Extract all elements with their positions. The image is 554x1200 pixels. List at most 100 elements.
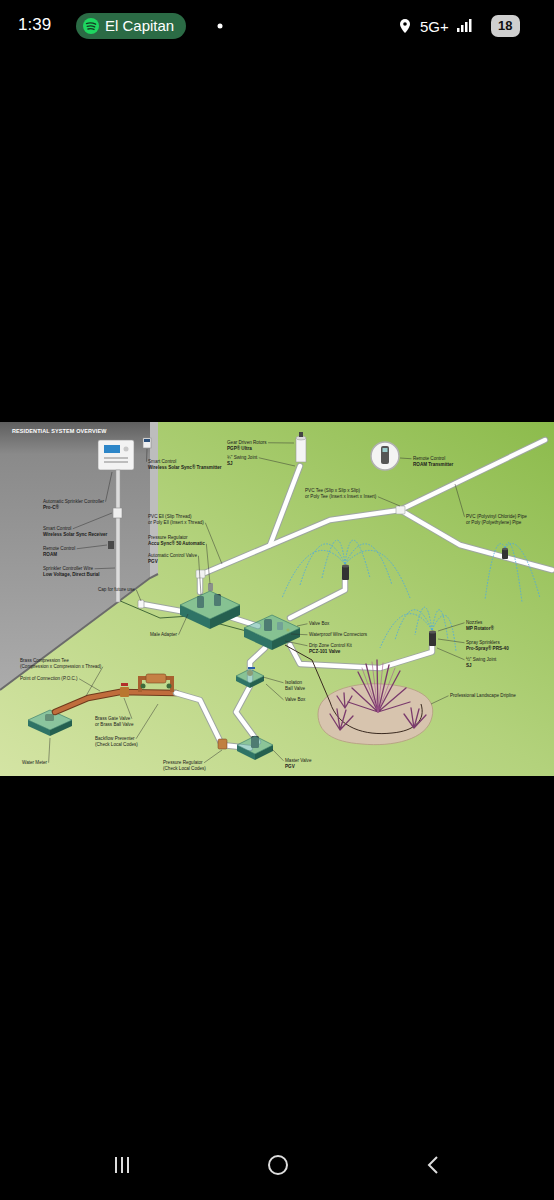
house-wall	[0, 422, 150, 690]
leader-line	[77, 545, 107, 549]
pvc-pipe-outline	[400, 510, 552, 570]
gate-valve	[121, 683, 128, 686]
leader-line	[297, 624, 308, 626]
part-label: SJ	[227, 461, 233, 467]
sprinkler-controller	[104, 461, 128, 463]
leader-line	[268, 442, 294, 443]
pvc-pipe-outline	[290, 645, 432, 668]
pressure-regulator	[218, 739, 227, 749]
nav-recent-icon	[116, 1157, 128, 1173]
nav-recent-icon	[115, 1157, 117, 1173]
part-label: Cap for future use	[98, 587, 135, 593]
pvc-pipe	[270, 466, 300, 545]
water-meter-box	[28, 710, 72, 730]
part-label: Professional Landscape Dripline	[450, 693, 516, 699]
solar-sync-transmitter	[143, 438, 151, 448]
sprinkler-controller	[104, 457, 128, 459]
plant	[337, 693, 352, 708]
valve-box	[180, 583, 240, 629]
leader-line	[136, 590, 141, 601]
part-label: PVC (Polyvinyl Chloride) Pipe	[466, 514, 527, 520]
part-label: PGP® Ultra	[227, 446, 252, 452]
solar-sync-receiver	[113, 508, 122, 518]
leader-line	[437, 648, 465, 660]
remote-control	[371, 442, 399, 470]
location-icon	[403, 22, 407, 26]
backflow-preventer	[140, 674, 172, 692]
gear-rotor	[296, 438, 306, 462]
leader-line	[400, 458, 412, 460]
leader-line	[179, 614, 188, 635]
part-label: Water Meter	[22, 760, 47, 766]
sprinkler-controller	[124, 447, 129, 452]
part-label: Automatic Sprinkler Controller	[43, 499, 104, 505]
leader-line	[438, 639, 465, 643]
roam-receiver	[108, 541, 114, 549]
part-label: Brass Compression Tee	[20, 658, 69, 664]
part-label: Wireless Solar Sync® Transmitter	[148, 465, 222, 471]
leader-line	[79, 679, 100, 691]
signal-icon	[465, 22, 468, 32]
valve-box	[236, 667, 264, 688]
part-label: Remote Control	[413, 456, 445, 462]
part-label: ROAM Transmitter	[413, 462, 453, 468]
part-label: Gear Driven Rotors	[227, 440, 267, 446]
gear-rotor	[296, 432, 306, 462]
spotify-icon	[83, 18, 99, 34]
nav-home-icon	[269, 1156, 287, 1174]
pvc-pipe	[142, 440, 552, 748]
diagram-title: RESIDENTIAL SYSTEM OVERVIEW	[12, 428, 106, 435]
nav-back-icon	[429, 1157, 437, 1173]
signal-icon	[469, 19, 472, 32]
part-label: (Check Local Codes)	[163, 766, 206, 772]
leader-line	[378, 497, 400, 506]
leader-line	[86, 667, 103, 696]
location-icon	[400, 19, 410, 33]
wire-conduit	[116, 470, 120, 602]
pipe-fitting	[396, 506, 405, 514]
spray-sprinkler	[342, 566, 349, 580]
plant	[330, 660, 426, 730]
spray-arc	[345, 550, 410, 598]
spray-arc	[282, 540, 540, 652]
part-label: Ball Valve	[285, 686, 305, 692]
part-label: ROAM	[43, 552, 57, 558]
plant	[404, 708, 426, 728]
spray-sprinkler	[429, 632, 436, 646]
leader-line	[49, 738, 50, 763]
pvc-pipe-outline	[290, 578, 345, 618]
leader-line	[259, 458, 295, 466]
part-label: Waterproof Wire Connectors	[309, 632, 367, 638]
sprinkler-controller	[98, 440, 134, 470]
leader-line	[285, 641, 308, 646]
valve-box	[236, 669, 264, 683]
pvc-pipe	[142, 604, 186, 612]
part-label: PCZ-101 Valve	[309, 649, 340, 655]
backflow-preventer	[141, 684, 146, 689]
part-label: MP Rotator®	[466, 626, 494, 632]
pipe-fitting	[138, 506, 405, 608]
part-label: Master Valve	[285, 758, 311, 764]
part-label: (Compression x Compression x Thread)	[20, 664, 101, 670]
leader-line	[124, 698, 132, 719]
pvc-pipe-outline	[142, 604, 186, 612]
remote-control	[371, 442, 399, 470]
dripline	[285, 645, 422, 734]
spray-sprinkler	[502, 548, 508, 551]
nav-recent-icon	[121, 1157, 123, 1173]
nav-recent-icon	[127, 1157, 129, 1173]
leader-line	[106, 472, 112, 502]
leader-line	[136, 704, 158, 739]
part-label: Backflow Preventer	[95, 736, 135, 742]
part-label: Pro-C®	[43, 505, 59, 511]
part-label: Point of Connection (P.O.C.)	[20, 676, 78, 682]
spray-sprinkler	[342, 548, 508, 646]
house-wall	[0, 422, 158, 690]
pvc-pipe	[290, 578, 345, 618]
spray-arc	[345, 544, 392, 585]
spray-sprinkler	[429, 631, 436, 634]
valve-box	[208, 583, 213, 591]
part-label: or Poly Tee (Insert x Insert x Insert)	[305, 494, 376, 500]
leader-line	[455, 484, 465, 517]
water-meter-box	[28, 710, 72, 736]
